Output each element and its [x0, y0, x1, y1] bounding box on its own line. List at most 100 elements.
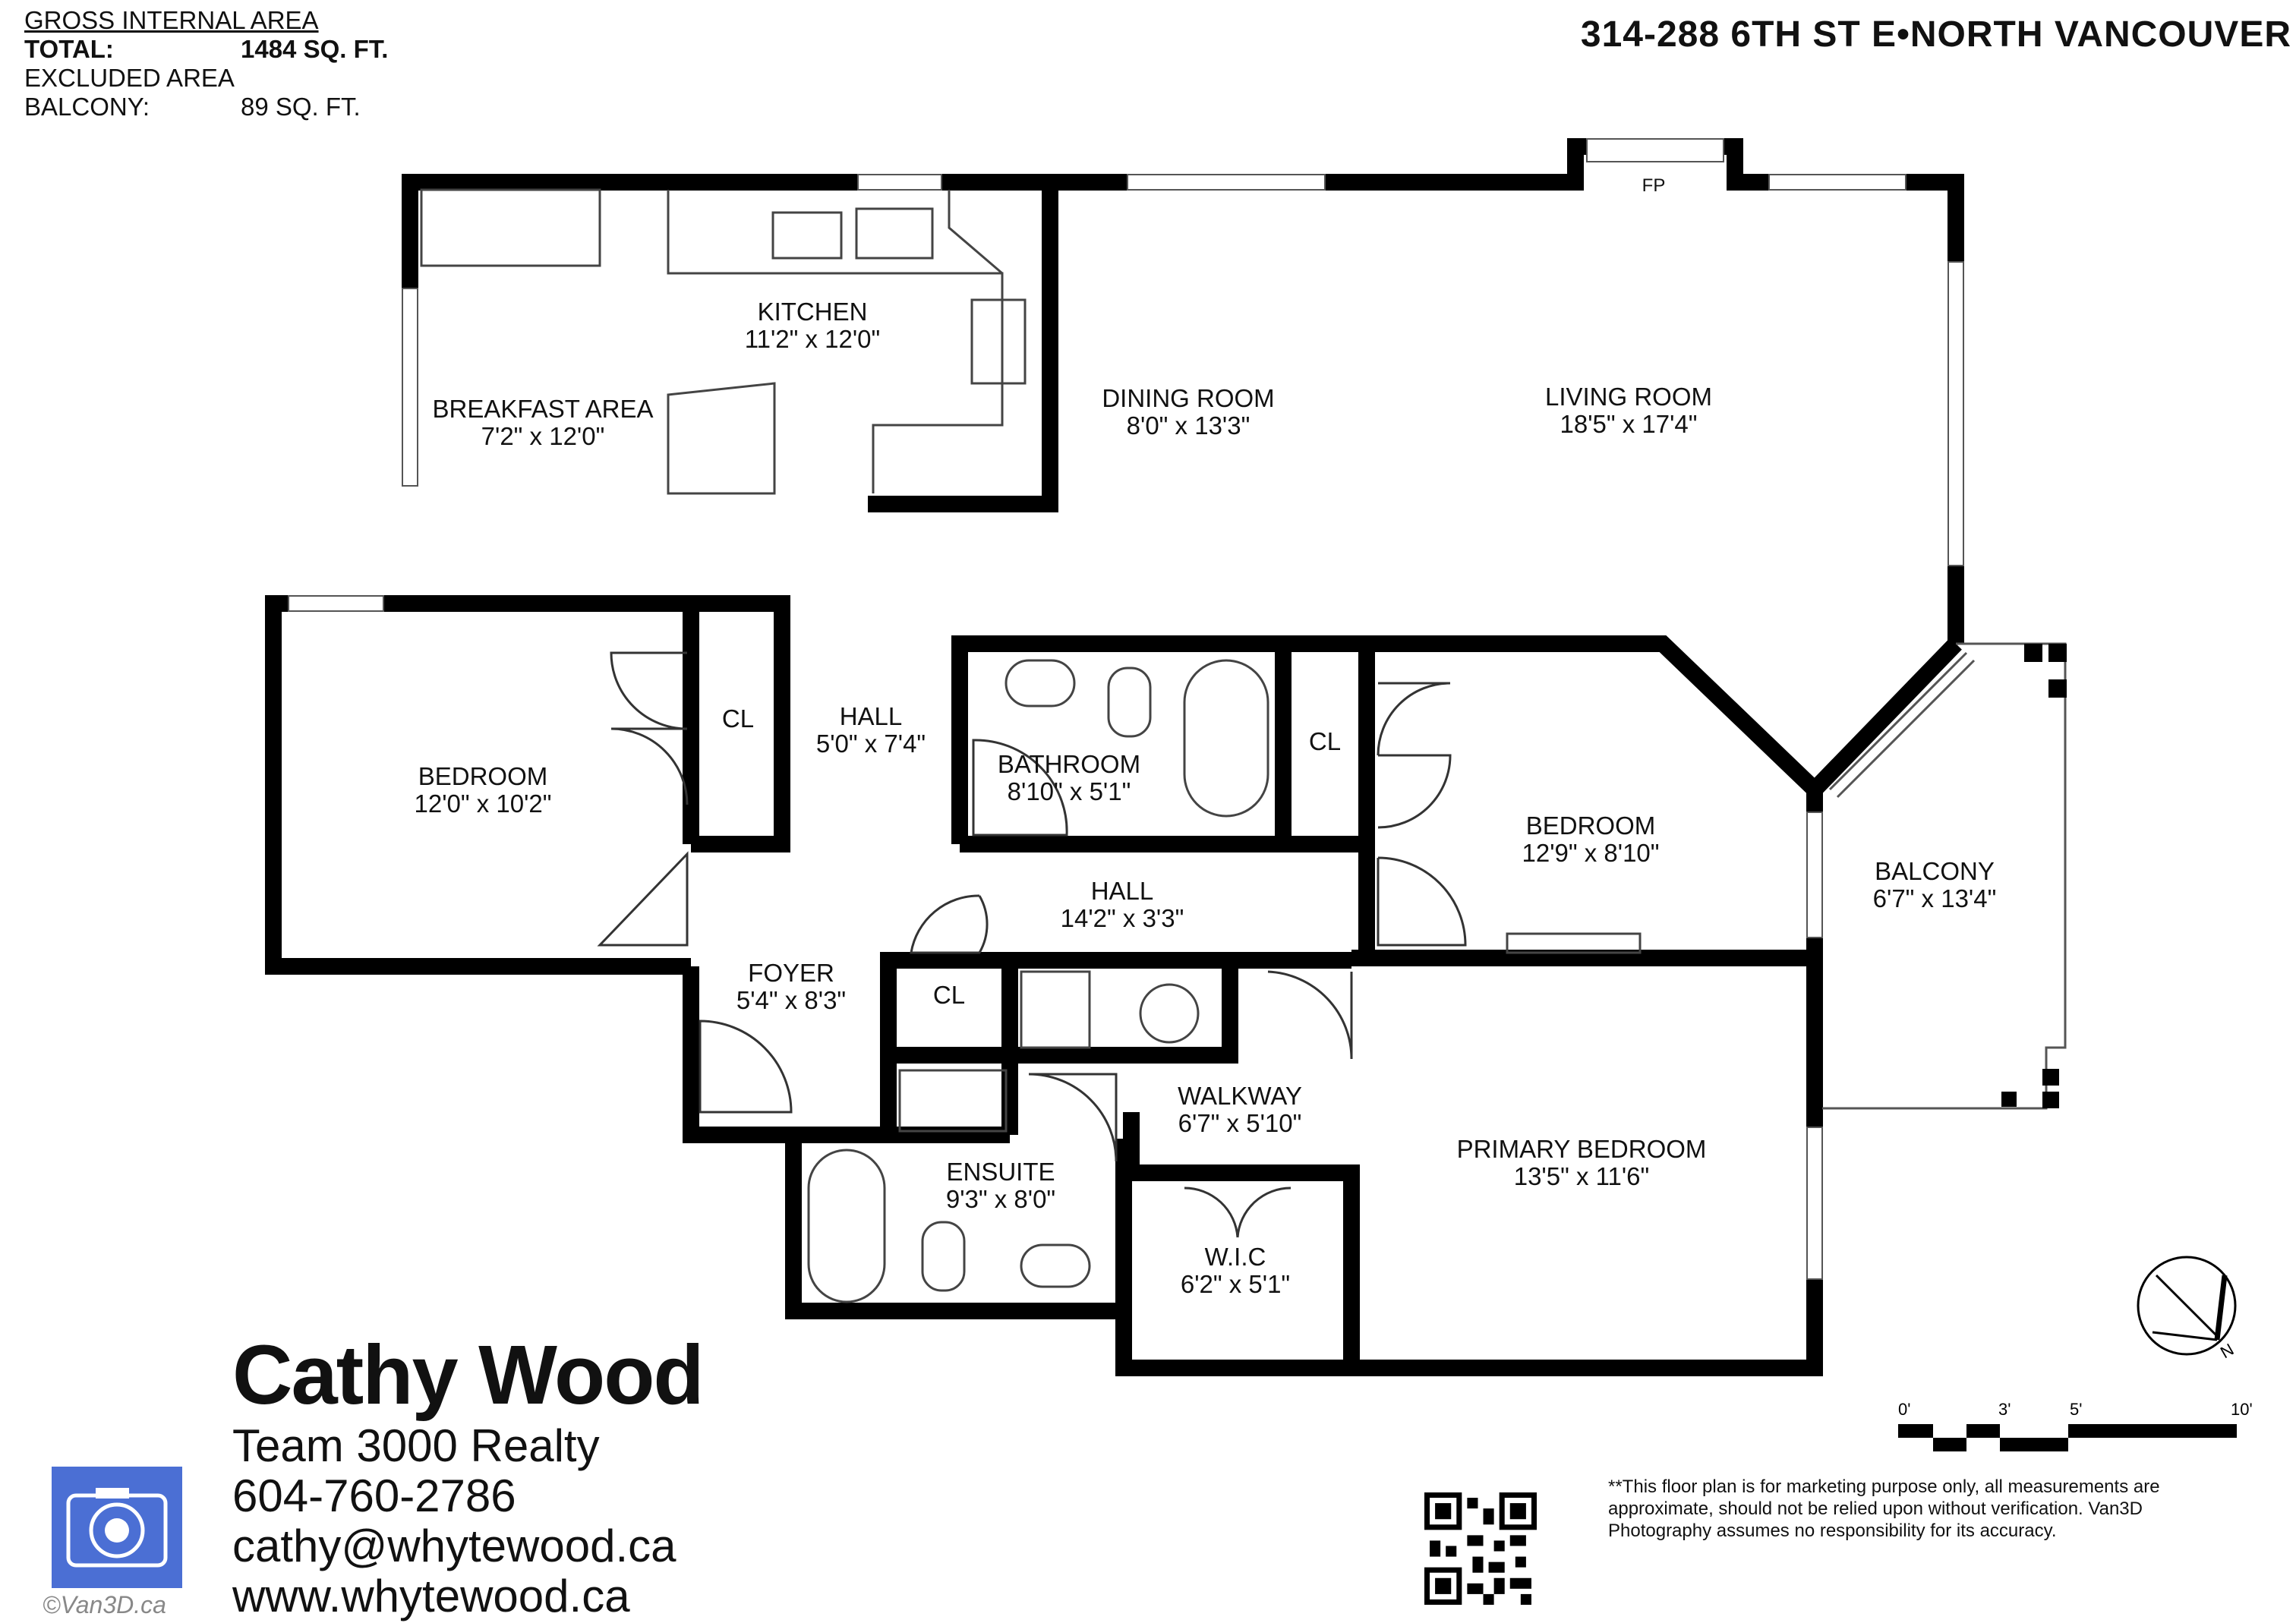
- fireplace-label: FP: [1642, 175, 1666, 196]
- living-name: LIVING ROOM: [1545, 383, 1712, 411]
- bathroom-door: [972, 739, 1068, 837]
- breakfast-dims: 7'2" x 12'0": [481, 422, 605, 450]
- closet-door-west-2: [610, 727, 689, 805]
- bedroom-dresser: [1506, 932, 1642, 954]
- kitchen-name: KITCHEN: [758, 298, 868, 326]
- disclaimer: **This floor plan is for marketing purpo…: [1608, 1476, 2160, 1541]
- hall-east-dims: 14'2" x 3'3": [1061, 904, 1184, 932]
- hall-north-name: HALL: [840, 702, 903, 730]
- total-label: TOTAL:: [24, 35, 114, 63]
- bedroom-east-door: [1377, 856, 1467, 947]
- agent-company: Team 3000 Realty: [232, 1420, 600, 1471]
- bathroom-dims: 8'10" x 5'1": [1008, 777, 1131, 805]
- dining-dims: 8'0" x 13'3": [1127, 411, 1250, 440]
- area-title: GROSS INTERNAL AREA: [24, 6, 319, 34]
- island: [667, 382, 776, 495]
- primary-name: PRIMARY BEDROOM: [1457, 1135, 1707, 1163]
- shower: [898, 1069, 1008, 1133]
- balcony-name: BALCONY: [1875, 857, 1995, 885]
- stove: [970, 298, 1027, 385]
- bedroom-west-door: [597, 851, 689, 947]
- ensuite-toilet: [921, 1221, 966, 1292]
- breakfast-window: [402, 288, 418, 487]
- ensuite-name: ENSUITE: [946, 1158, 1055, 1186]
- copyright: ©Van3D.ca: [43, 1591, 166, 1618]
- wic-name: W.I.C: [1205, 1243, 1266, 1271]
- van3d-logo: [52, 1467, 182, 1588]
- walkway-name: WALKWAY: [1178, 1082, 1302, 1110]
- qr-code: [1424, 1492, 1537, 1605]
- agent-website: www.whytewood.ca: [232, 1571, 630, 1621]
- scale-tick-10: 10': [2231, 1400, 2253, 1419]
- entry-door: [699, 1019, 793, 1114]
- ensuite-sink: [1020, 1243, 1091, 1288]
- kitchen-sink-left: [771, 211, 843, 260]
- bedroom-east-name: BEDROOM: [1526, 812, 1656, 840]
- agent-email: cathy@whytewood.ca: [232, 1521, 676, 1571]
- foyer-name: FOYER: [748, 959, 834, 987]
- fixtures: [420, 188, 1642, 1303]
- laundry-wall: [1017, 960, 1238, 1064]
- balcony-dims: 6'7" x 13'4": [1873, 884, 1997, 912]
- bath-bedroom-wall: [951, 635, 1823, 966]
- camera-icon: [66, 1488, 168, 1568]
- bedroom-east-window: [1806, 812, 1823, 938]
- primary-window: [1806, 1127, 1823, 1280]
- balcony-area-label: BALCONY:: [24, 93, 150, 121]
- agent-phone: 604-760-2786: [232, 1470, 516, 1521]
- hall-east-name: HALL: [1091, 877, 1154, 905]
- fireplace-box: [1586, 138, 1724, 162]
- scale-bar: 0' 3' 5' 10': [1898, 1400, 2253, 1451]
- closet-door-east-1: [1377, 682, 1451, 756]
- excluded-label: EXCLUDED AREA: [24, 64, 235, 92]
- scale-tick-5: 5': [2070, 1400, 2082, 1419]
- bedroom-east-dims: 12'9" x 8'10": [1522, 839, 1660, 867]
- primary-dims: 13'5" x 11'6": [1514, 1162, 1650, 1190]
- compass: N: [2137, 1256, 2237, 1363]
- diagonal-wall: [1809, 638, 1962, 796]
- closet-foyer-label: CL: [933, 981, 965, 1009]
- living-window-north: [1768, 174, 1906, 191]
- doors: [597, 651, 1467, 1238]
- closet-west-label: CL: [722, 704, 754, 733]
- washer: [1020, 970, 1091, 1049]
- hall-north-dims: 5'0" x 7'4": [816, 730, 926, 758]
- bedroom-west-name: BEDROOM: [418, 762, 548, 790]
- scale-tick-3: 3': [1998, 1400, 2011, 1419]
- dining-window: [1127, 174, 1326, 191]
- room-labels: KITCHEN 11'2" x 12'0" BREAKFAST AREA 7'2…: [415, 175, 1997, 1298]
- wic-doors: [1184, 1187, 1292, 1238]
- ensuite-door: [1028, 1073, 1118, 1162]
- bedroom-west-window: [288, 595, 384, 612]
- living-dims: 18'5" x 17'4": [1560, 410, 1698, 438]
- property-address: 314-288 6TH ST E•NORTH VANCOUVER: [1580, 14, 2291, 55]
- compass-north-label: N: [2217, 1340, 2237, 1363]
- scale-tick-0: 0': [1898, 1400, 1910, 1419]
- walkway-dims: 6'7" x 5'10": [1178, 1109, 1302, 1137]
- closet-door-west-1: [610, 651, 688, 730]
- bath-sink: [1004, 659, 1076, 708]
- breakfast-counter: [420, 188, 601, 267]
- bathroom-name: BATHROOM: [998, 750, 1140, 778]
- wic-dims: 6'2" x 5'1": [1181, 1270, 1290, 1298]
- dining-name: DINING ROOM: [1102, 384, 1274, 412]
- bedroom-west-dims: 12'0" x 10'2": [415, 789, 552, 818]
- closet-west-wall: [410, 595, 790, 852]
- kitchen-counter: [667, 190, 1004, 493]
- bath-toilet: [1107, 667, 1152, 738]
- closet-mid-label: CL: [1309, 727, 1341, 755]
- kitchen-dims: 11'2" x 12'0": [745, 325, 881, 353]
- breakfast-name: BREAKFAST AREA: [432, 395, 653, 423]
- kitchen-window: [857, 174, 942, 191]
- bathtub: [1183, 659, 1269, 818]
- ensuite-dims: 9'3" x 8'0": [946, 1185, 1055, 1213]
- total-value: 1484 SQ. FT.: [241, 35, 389, 63]
- hall-door: [910, 894, 989, 954]
- foyer-dims: 5'4" x 8'3": [736, 986, 846, 1014]
- ensuite-tub: [807, 1149, 886, 1303]
- closet-door-east-2: [1377, 754, 1452, 829]
- balcony-posts: [2001, 644, 2067, 1108]
- agent-name: Cathy Wood: [232, 1328, 705, 1422]
- agent-info: Cathy Wood Team 3000 Realty 604-760-2786…: [232, 1328, 705, 1621]
